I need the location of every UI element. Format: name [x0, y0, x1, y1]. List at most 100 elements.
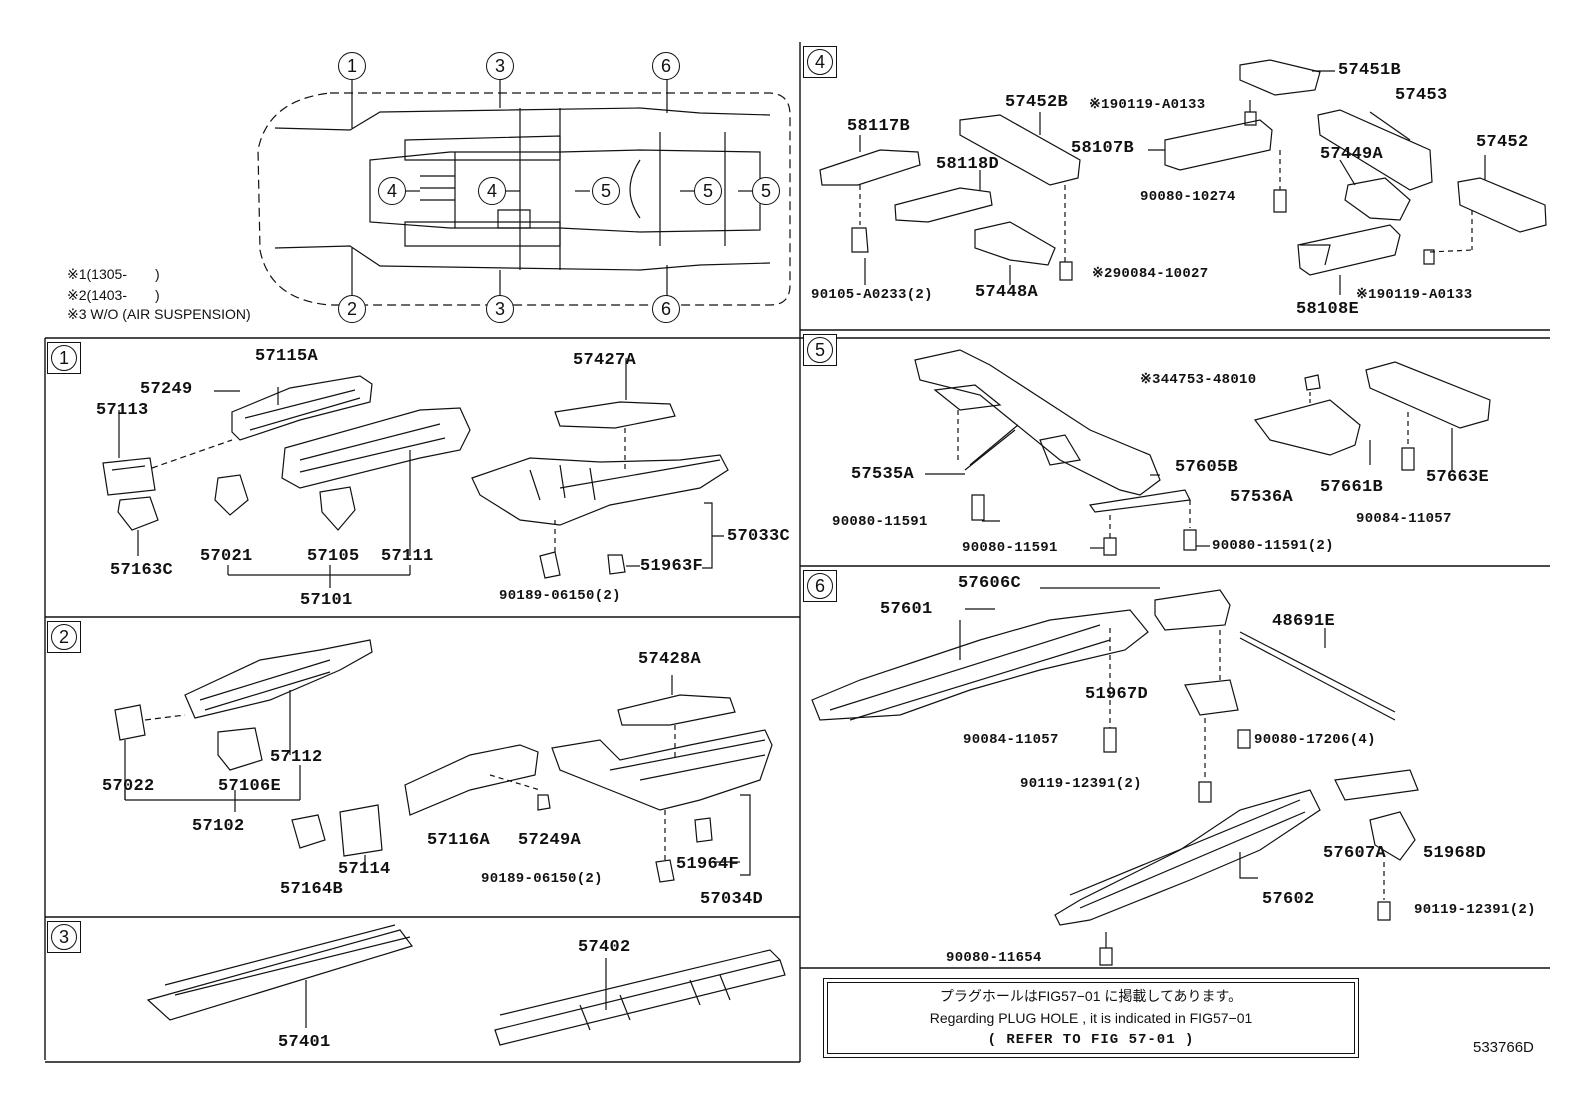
part-57605B[interactable]: 57605B: [1175, 458, 1239, 477]
part-57034D[interactable]: 57034D: [700, 890, 764, 909]
callout-3-bottom[interactable]: 3: [486, 295, 514, 323]
part-57102[interactable]: 57102: [192, 817, 245, 836]
part-44753-48010[interactable]: ※344753-48010: [1140, 372, 1257, 388]
section-number: 4: [807, 49, 833, 75]
section-number: 2: [51, 624, 77, 650]
part-57601[interactable]: 57601: [880, 600, 933, 619]
section4-parts: [819, 59, 1547, 295]
part-190119-A0133-top[interactable]: ※190119-A0133: [1089, 97, 1206, 113]
document-id: 533766D: [1473, 1039, 1534, 1056]
part-51963F[interactable]: 51963F: [640, 557, 704, 576]
part-57402[interactable]: 57402: [578, 938, 631, 957]
part-57115A[interactable]: 57115A: [255, 347, 319, 366]
part-90080-11654[interactable]: 90080-11654: [946, 950, 1042, 966]
part-57536A[interactable]: 57536A: [1230, 488, 1294, 507]
part-90080-11591-right[interactable]: 90080-11591(2): [1212, 538, 1334, 554]
part-57401[interactable]: 57401: [278, 1033, 331, 1052]
note-1: ※1(1305- ): [67, 266, 160, 282]
part-57451B[interactable]: 57451B: [1338, 61, 1402, 80]
part-90080-17206[interactable]: 90080-17206(4): [1254, 732, 1376, 748]
part-90119-12391-right[interactable]: 90119-12391(2): [1414, 902, 1536, 918]
section-marker-4: 4: [803, 46, 837, 78]
part-90084-10027[interactable]: ※290084-10027: [1092, 266, 1209, 282]
section-number: 3: [51, 924, 77, 950]
callout-5-b[interactable]: 5: [694, 177, 722, 205]
part-57033C[interactable]: 57033C: [727, 527, 791, 546]
part-57164B[interactable]: 57164B: [280, 880, 344, 899]
part-57113[interactable]: 57113: [96, 401, 149, 420]
part-57249A[interactable]: 57249A: [518, 831, 582, 850]
section-marker-5: 5: [803, 334, 837, 366]
note-2: ※2(1403- ): [67, 287, 160, 303]
part-90105-A0233[interactable]: 90105-A0233(2): [811, 287, 933, 303]
section2-parts: [114, 639, 773, 883]
part-57022[interactable]: 57022: [102, 777, 155, 796]
part-90189-06150-s2[interactable]: 90189-06150(2): [481, 871, 603, 887]
section-marker-2: 2: [47, 621, 81, 653]
part-57428A[interactable]: 57428A: [638, 650, 702, 669]
part-57448A[interactable]: 57448A: [975, 283, 1039, 302]
callout-2-bottom[interactable]: 2: [338, 295, 366, 323]
callout-1-top[interactable]: 1: [338, 52, 366, 80]
part-51964F[interactable]: 51964F: [676, 855, 740, 874]
callout-5-c[interactable]: 5: [752, 177, 780, 205]
part-57663E[interactable]: 57663E: [1426, 468, 1490, 487]
note-3: ※3 W/O (AIR SUSPENSION): [67, 306, 251, 322]
part-57427A[interactable]: 57427A: [573, 351, 637, 370]
section-number: 5: [807, 337, 833, 363]
part-57606C[interactable]: 57606C: [958, 574, 1022, 593]
part-57452[interactable]: 57452: [1476, 133, 1529, 152]
part-90080-11591-left[interactable]: 90080-11591: [832, 514, 928, 530]
part-51967D[interactable]: 51967D: [1085, 685, 1149, 704]
part-57021[interactable]: 57021: [200, 547, 253, 566]
part-58117B[interactable]: 58117B: [847, 117, 911, 136]
section-marker-3: 3: [47, 921, 81, 953]
callout-5-a[interactable]: 5: [592, 177, 620, 205]
overview-floorplan: [257, 75, 791, 306]
callout-3-top[interactable]: 3: [486, 52, 514, 80]
part-57453[interactable]: 57453: [1395, 86, 1448, 105]
section-marker-1: 1: [47, 342, 81, 374]
section-number: 1: [51, 345, 77, 371]
part-57535A[interactable]: 57535A: [851, 465, 915, 484]
part-57163C[interactable]: 57163C: [110, 561, 174, 580]
callout-6-top[interactable]: 6: [652, 52, 680, 80]
part-57249[interactable]: 57249: [140, 380, 193, 399]
reference-link[interactable]: ( REFER TO FIG 57-01 ): [987, 1032, 1195, 1048]
part-48691E[interactable]: 48691E: [1272, 612, 1336, 631]
part-90189-06150-s1[interactable]: 90189-06150(2): [499, 588, 621, 604]
part-90084-11057-s6[interactable]: 90084-11057: [963, 732, 1059, 748]
section1-parts: [102, 358, 729, 588]
section-marker-6: 6: [803, 570, 837, 602]
part-190119-A0133-bottom[interactable]: ※190119-A0133: [1356, 287, 1473, 303]
part-57452B[interactable]: 57452B: [1005, 93, 1069, 112]
part-51968D[interactable]: 51968D: [1423, 844, 1487, 863]
part-58107B[interactable]: 58107B: [1071, 139, 1135, 158]
section5-parts: [914, 349, 1491, 556]
callout-4-mid[interactable]: 4: [478, 177, 506, 205]
part-58118D[interactable]: 58118D: [936, 155, 1000, 174]
part-57114[interactable]: 57114: [338, 860, 391, 879]
part-57106E[interactable]: 57106E: [218, 777, 282, 796]
part-57116A[interactable]: 57116A: [427, 831, 491, 850]
part-57607A[interactable]: 57607A: [1323, 844, 1387, 863]
part-90080-10274[interactable]: 90080-10274: [1140, 189, 1236, 205]
part-90119-12391-left[interactable]: 90119-12391(2): [1020, 776, 1142, 792]
callout-6-bottom[interactable]: 6: [652, 295, 680, 323]
part-57111[interactable]: 57111: [381, 547, 434, 566]
reference-line-jp: プラグホールはFIG57−01 に掲載してあります。: [939, 988, 1243, 1004]
section6-parts: [811, 587, 1419, 966]
part-90080-11591-mid[interactable]: 90080-11591: [962, 540, 1058, 556]
part-57602[interactable]: 57602: [1262, 890, 1315, 909]
reference-line-en: Regarding PLUG HOLE , it is indicated in…: [929, 1010, 1253, 1026]
part-58108E[interactable]: 58108E: [1296, 300, 1360, 319]
part-57112[interactable]: 57112: [270, 748, 323, 767]
part-57105[interactable]: 57105: [307, 547, 360, 566]
part-57101[interactable]: 57101: [300, 591, 353, 610]
part-90084-11057-s5[interactable]: 90084-11057: [1356, 511, 1452, 527]
part-57449A[interactable]: 57449A: [1320, 145, 1384, 164]
callout-4-left[interactable]: 4: [378, 177, 406, 205]
part-57661B[interactable]: 57661B: [1320, 478, 1384, 497]
section-number: 6: [807, 573, 833, 599]
